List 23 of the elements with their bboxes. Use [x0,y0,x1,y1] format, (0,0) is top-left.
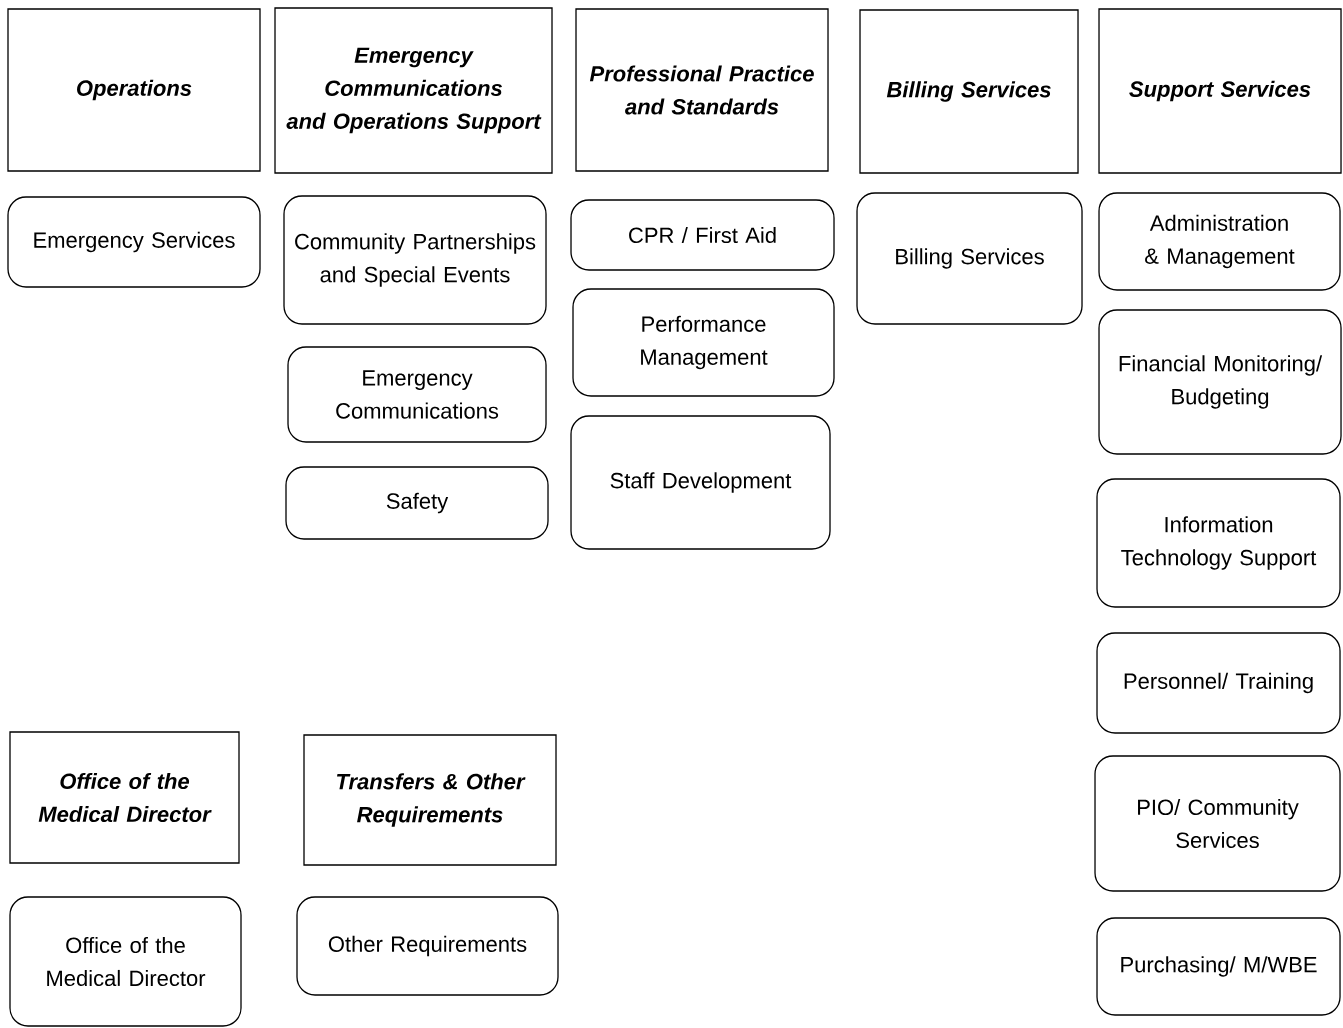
unit-box: Staff Development [570,415,831,550]
unit-box: Safety [285,466,549,540]
unit-box: Administration & Management [1098,192,1341,291]
department-header-box: Professional Practice and Standards [575,8,829,172]
unit-box: Billing Services [856,192,1083,325]
unit-box: PIO/ Community Services [1094,755,1341,892]
department-header-box: Operations [7,8,261,172]
department-header-box: Transfers & Other Requirements [303,734,557,866]
department-header-box: Office of the Medical Director [9,731,240,864]
unit-box: CPR / First Aid [570,199,835,271]
unit-box: Community Partnerships and Special Events [283,195,547,325]
unit-box: Purchasing/ M/WBE [1096,917,1341,1016]
unit-box: Performance Management [572,288,835,397]
unit-box: Office of the Medical Director [9,896,242,1027]
unit-box: Personnel/ Training [1096,632,1341,734]
unit-box: Other Requirements [296,896,559,996]
unit-box: Financial Monitoring/ Budgeting [1098,309,1342,455]
department-header-box: Emergency Communications and Operations Support [274,7,553,174]
unit-box: Emergency Communications [287,346,547,443]
unit-box: Emergency Services [7,196,261,288]
department-header-box: Support Services [1098,8,1342,174]
unit-box: Information Technology Support [1096,478,1341,608]
department-header-box: Billing Services [859,9,1079,174]
